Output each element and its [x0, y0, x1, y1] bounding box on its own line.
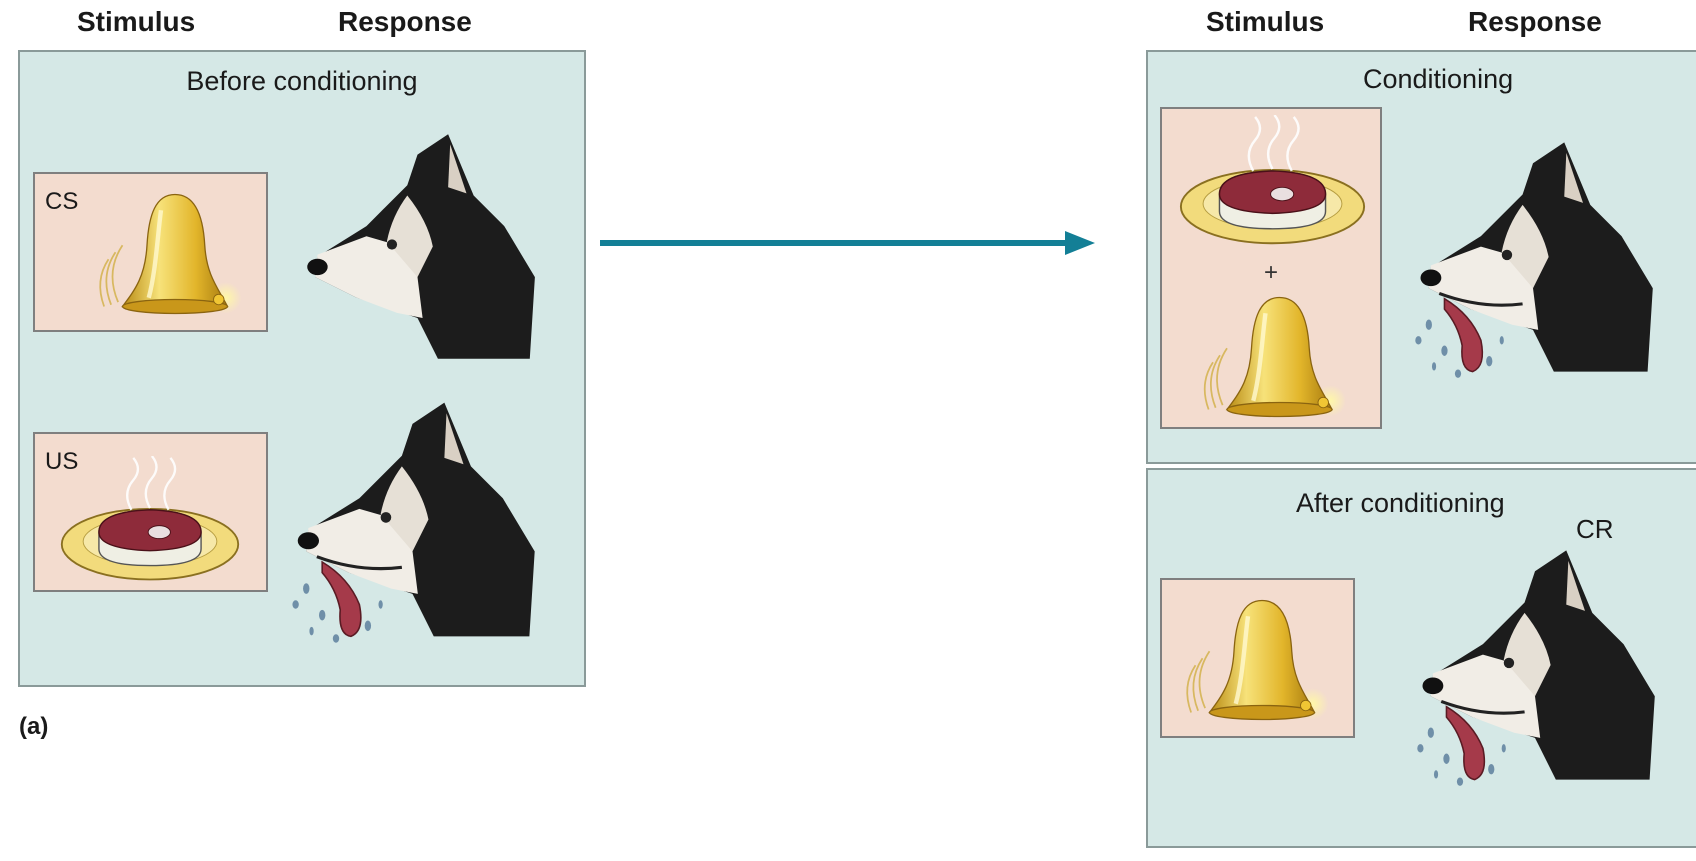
- cs-stimulus-box: CS: [33, 172, 268, 332]
- conditioning-stimulus-box: +: [1160, 107, 1382, 429]
- steak-icon: [1170, 115, 1375, 250]
- after-conditioning-title: After conditioning: [1296, 488, 1696, 519]
- us-stimulus-box: US: [33, 432, 268, 592]
- arrow-right-icon: [600, 228, 1100, 258]
- dog-salivating-icon: [1408, 132, 1658, 382]
- steak-icon: [45, 456, 255, 586]
- dog-neutral-icon: [295, 124, 540, 369]
- before-conditioning-panel: Before conditioning CS US: [18, 50, 586, 687]
- bell-icon: [1172, 590, 1352, 730]
- cs-label: CS: [45, 188, 78, 216]
- conditioning-panel: Conditioning +: [1146, 50, 1696, 464]
- before-conditioning-title: Before conditioning: [20, 66, 584, 97]
- right-response-header: Response: [1468, 6, 1602, 38]
- left-response-header: Response: [338, 6, 472, 38]
- right-stimulus-header: Stimulus: [1206, 6, 1324, 38]
- dog-salivating-icon: [285, 392, 540, 647]
- conditioning-title: Conditioning: [1363, 64, 1696, 95]
- bell-icon: [85, 184, 265, 324]
- dog-salivating-icon: [1410, 540, 1660, 790]
- part-a-label: (a): [19, 713, 48, 741]
- after-conditioning-panel: After conditioning CR: [1146, 468, 1696, 848]
- after-stimulus-box: [1160, 578, 1355, 738]
- left-stimulus-header: Stimulus: [77, 6, 195, 38]
- plus-sign: +: [1264, 259, 1278, 287]
- bell-icon: [1187, 287, 1372, 427]
